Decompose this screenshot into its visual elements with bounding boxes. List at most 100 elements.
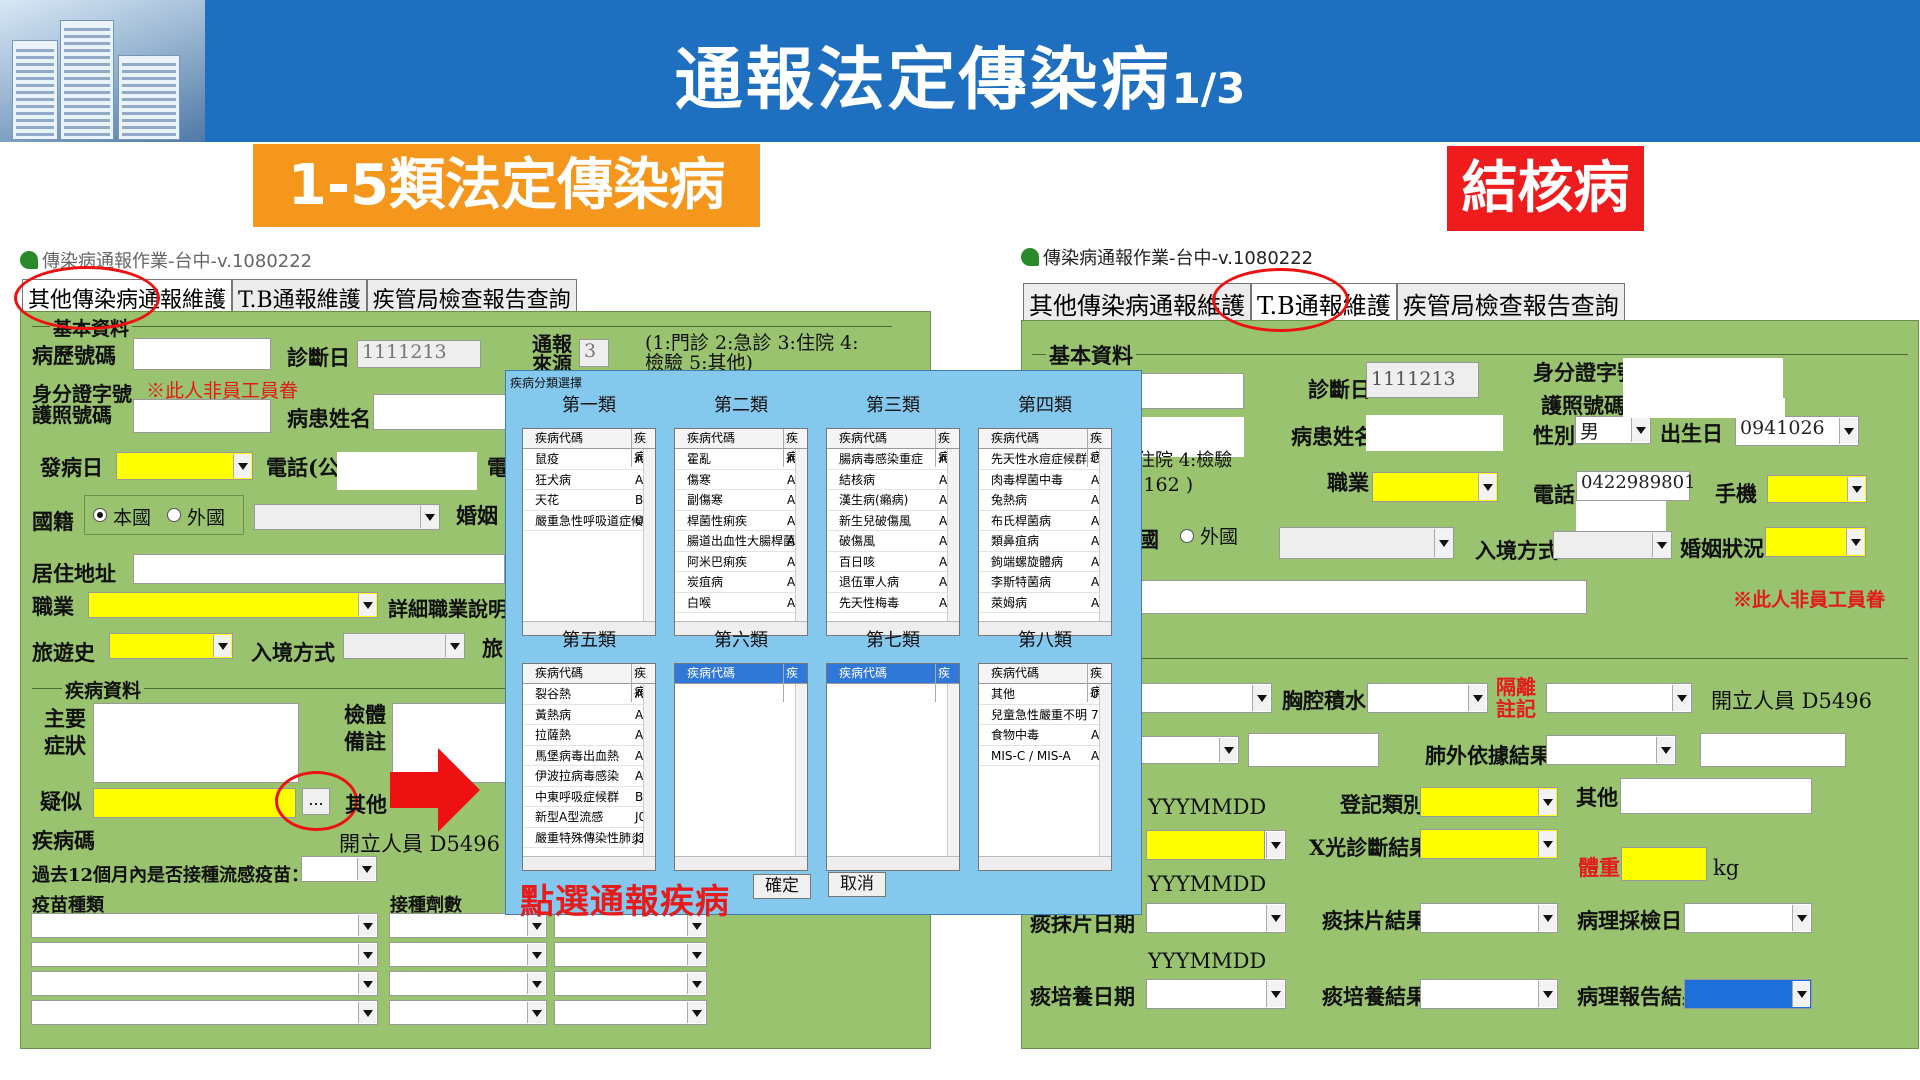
tab-tb[interactable]: T.B通報維護 — [232, 279, 367, 316]
vertical-scrollbar[interactable] — [1099, 684, 1111, 856]
right-birth-input[interactable]: 0941026 — [1735, 416, 1859, 446]
dose-dropdown-2[interactable] — [389, 942, 547, 967]
list-item[interactable]: 黃熱病A95 — [523, 705, 655, 725]
list-item[interactable]: 嚴重特殊傳染性肺炎J18 — [523, 828, 655, 848]
source-input[interactable]: 3 — [579, 339, 609, 367]
patient-name-input[interactable] — [373, 394, 513, 430]
chart-no-input[interactable] — [133, 338, 271, 370]
list-item[interactable]: 拉薩熱A96 — [523, 725, 655, 746]
right-field-a[interactable] — [1137, 683, 1272, 713]
weight-input[interactable] — [1621, 847, 1707, 881]
list-item[interactable]: 天花B03 — [523, 490, 655, 511]
ok-button[interactable]: 確定 — [753, 874, 811, 899]
list-item[interactable]: 兒童急性嚴重不明70.9 — [979, 705, 1111, 725]
occupation-dropdown[interactable] — [88, 592, 378, 618]
culture-date-input[interactable] — [1146, 979, 1286, 1009]
vertical-scrollbar[interactable] — [795, 449, 807, 621]
right-nation-select[interactable] — [1279, 527, 1454, 559]
vaccine-type-dropdown-3[interactable] — [31, 971, 378, 996]
smear-result-dropdown[interactable] — [1420, 903, 1558, 933]
right-field-c[interactable] — [1248, 733, 1379, 767]
list-item[interactable]: 漢生病(癩病)A — [827, 490, 959, 511]
right-radio-foreign[interactable] — [1180, 529, 1194, 543]
address-input[interactable] — [133, 554, 505, 584]
vaccine-type-dropdown-1[interactable] — [31, 913, 378, 938]
symptoms-textarea[interactable] — [93, 703, 299, 783]
list-item[interactable]: MIS-C / MIS-AA35 — [979, 746, 1111, 766]
right-gender-dropdown[interactable]: 男 — [1575, 416, 1651, 444]
horizontal-scrollbar[interactable] — [827, 621, 959, 635]
flu-vaccine-dropdown[interactable] — [301, 856, 377, 882]
horizontal-scrollbar[interactable] — [675, 621, 807, 635]
list-item[interactable]: 裂谷熱A92 — [523, 684, 655, 705]
list-item[interactable]: 食物中毒A05 — [979, 725, 1111, 746]
extra-dropdown-2[interactable] — [554, 942, 707, 967]
path-result-dropdown[interactable] — [1684, 979, 1812, 1009]
nation-select[interactable] — [254, 504, 440, 530]
vertical-scrollbar[interactable] — [947, 684, 959, 856]
horizontal-scrollbar[interactable] — [979, 856, 1111, 870]
dose-dropdown-1[interactable] — [389, 913, 547, 938]
right-entry-dropdown[interactable] — [1553, 531, 1672, 559]
vertical-scrollbar[interactable] — [643, 684, 655, 856]
onset-date-dropdown[interactable] — [116, 452, 253, 480]
suspected-input[interactable] — [93, 788, 296, 818]
horizontal-scrollbar[interactable] — [523, 621, 655, 635]
category-list[interactable]: 疾病代碼疾病 — [826, 663, 960, 871]
list-item[interactable]: 鼠疫A20 — [523, 449, 655, 470]
path-date-input[interactable] — [1684, 903, 1812, 933]
pleural-dropdown[interactable] — [1367, 683, 1488, 713]
right-phone-input[interactable]: 0422989801 — [1576, 471, 1696, 501]
tab-cdc-report[interactable]: 疾管局檢查報告查詢 — [366, 279, 577, 316]
right-date-dropdown-1[interactable] — [1264, 830, 1286, 860]
category-list[interactable]: 疾病代碼疾病 — [674, 663, 808, 871]
isolation-dropdown[interactable] — [1546, 683, 1692, 713]
tab-other-disease[interactable]: 其他傳染病通報維護 — [1023, 283, 1251, 323]
cancel-button[interactable]: 取消 — [828, 872, 886, 897]
horizontal-scrollbar[interactable] — [675, 856, 807, 870]
right-id-input[interactable] — [1623, 358, 1783, 398]
extra-dropdown-3[interactable] — [554, 971, 707, 996]
vaccine-type-dropdown-2[interactable] — [31, 942, 378, 967]
list-item[interactable]: 伊波拉病毒感染A98 — [523, 766, 655, 787]
diag-date-input[interactable]: 1111213 — [357, 340, 481, 368]
horizontal-scrollbar[interactable] — [523, 856, 655, 870]
right-occupation-dropdown[interactable] — [1372, 472, 1498, 502]
category-list[interactable]: 疾病代碼疾病其他000兒童急性嚴重不明70.9食物中毒A05MIS-C / MI… — [978, 663, 1112, 871]
right-address-input[interactable] — [1137, 580, 1587, 614]
right-patient-name-input[interactable] — [1366, 415, 1503, 451]
travel-dropdown[interactable] — [109, 633, 233, 659]
radio-native[interactable] — [93, 508, 107, 522]
extrapulm-text[interactable] — [1700, 733, 1846, 767]
right-date-input-1[interactable] — [1146, 830, 1286, 860]
category-list[interactable]: 疾病代碼疾病裂谷熱A92黃熱病A95拉薩熱A96馬堡病毒出血熱A98伊波拉病毒感… — [522, 663, 656, 871]
list-item[interactable]: 嚴重急性呼吸道症候群U04 — [523, 511, 655, 531]
xray-dropdown[interactable] — [1420, 829, 1558, 859]
list-item[interactable]: 其他000 — [979, 684, 1111, 705]
extra-dropdown-4[interactable] — [554, 1000, 707, 1025]
culture-result-dropdown[interactable] — [1420, 979, 1558, 1009]
right-marital-dropdown[interactable] — [1765, 527, 1866, 557]
